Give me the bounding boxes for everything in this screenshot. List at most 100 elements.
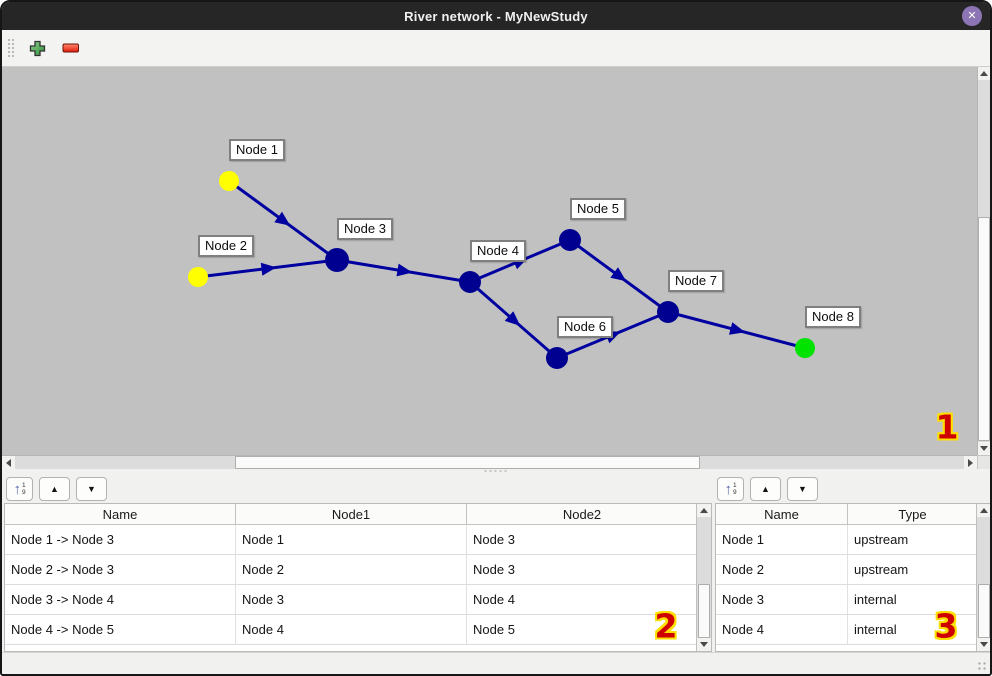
network-node[interactable] [325, 248, 349, 272]
table-cell: Node 1 -> Node 3 [5, 525, 236, 554]
node-label[interactable]: Node 2 [198, 235, 254, 257]
column-header[interactable]: Name [5, 504, 236, 524]
table-cell: Node 1 [236, 525, 467, 554]
network-node[interactable] [559, 229, 581, 251]
resize-grip-icon[interactable] [976, 660, 986, 670]
canvas-scroll-down-button[interactable] [978, 442, 990, 455]
scroll-up-icon [700, 508, 708, 513]
toolbar-grip-handle[interactable] [7, 37, 14, 59]
canvas-vscroll-thumb[interactable] [978, 217, 990, 441]
network-node[interactable] [546, 347, 568, 369]
plus-icon [29, 40, 45, 56]
node-label[interactable]: Node 3 [337, 218, 393, 240]
nodes-table-scroll-up-button[interactable] [977, 504, 990, 517]
annotation-mark-1: 1 [935, 407, 959, 447]
table-cell: Node 3 [467, 555, 698, 584]
statusbar [2, 652, 990, 674]
main-toolbar [2, 30, 990, 67]
scrollbar-corner [977, 455, 990, 469]
titlebar[interactable]: River network - MyNewStudy ✕ [2, 2, 990, 30]
pane-splitter[interactable] [2, 469, 990, 473]
window-title: River network - MyNewStudy [404, 8, 588, 24]
network-canvas-region: Node 1 Node 2 Node 3 Node 4 Node 5 Node 6 Node… [2, 67, 990, 469]
table-cell: internal [848, 615, 978, 644]
table-cell: Node 3 [467, 525, 698, 554]
nodes-table-scroll-down-button[interactable] [977, 638, 990, 651]
nodes-table-vscroll-thumb[interactable] [978, 584, 990, 638]
move-down-icon: ▼ [798, 484, 807, 494]
table-cell: Node 4 [236, 615, 467, 644]
table-cell: Node 3 [716, 585, 848, 614]
table-cell: Node 2 [236, 555, 467, 584]
table-cell: internal [848, 585, 978, 614]
scroll-right-icon [968, 458, 973, 467]
move-down-icon: ▼ [87, 484, 96, 494]
node-label[interactable]: Node 6 [557, 316, 613, 338]
node-label[interactable]: Node 7 [668, 270, 724, 292]
network-node[interactable] [795, 338, 815, 358]
branches-table-vscroll-thumb[interactable] [698, 584, 710, 638]
network-node[interactable] [459, 271, 481, 293]
branches-move-up-button[interactable]: ▲ [39, 477, 70, 501]
table-cell: upstream [848, 525, 978, 554]
column-header[interactable]: Node2 [467, 504, 698, 524]
canvas-vscrollbar[interactable] [977, 67, 990, 455]
network-node[interactable] [219, 171, 239, 191]
nodes-table-vscrollbar[interactable] [976, 504, 990, 651]
node-label[interactable]: Node 8 [805, 306, 861, 328]
branches-table-vscrollbar[interactable] [696, 504, 711, 651]
network-node[interactable] [657, 301, 679, 323]
edge-arrow-icon [504, 311, 521, 326]
close-button[interactable]: ✕ [962, 6, 982, 26]
annotation-mark-2: 2 [654, 606, 678, 646]
table-cell: Node 2 -> Node 3 [5, 555, 236, 584]
scroll-up-icon [980, 71, 988, 76]
network-node[interactable] [188, 267, 208, 287]
scroll-left-icon [6, 458, 11, 467]
canvas-scroll-right-button[interactable] [964, 456, 977, 469]
branches-table-scroll-down-button[interactable] [697, 638, 711, 651]
remove-button[interactable] [58, 35, 84, 61]
edge-arrow-icon [396, 263, 413, 277]
column-header[interactable]: Node1 [236, 504, 467, 524]
node-label[interactable]: Node 5 [570, 198, 626, 220]
splitter-handle-icon [483, 470, 509, 472]
edge-arrow-icon [610, 267, 627, 282]
column-header[interactable]: Name [716, 504, 848, 524]
node-label[interactable]: Node 4 [470, 240, 526, 262]
table-cell: Node 3 [236, 585, 467, 614]
network-canvas[interactable]: Node 1 Node 2 Node 3 Node 4 Node 5 Node 6 Node… [2, 67, 977, 455]
canvas-hscrollbar[interactable] [2, 455, 977, 469]
move-up-icon: ▲ [761, 484, 770, 494]
canvas-scroll-up-button[interactable] [978, 67, 990, 80]
branches-move-down-button[interactable]: ▼ [76, 477, 107, 501]
canvas-scroll-left-button[interactable] [2, 456, 15, 469]
canvas-hscroll-thumb[interactable] [235, 456, 700, 469]
column-header[interactable]: Type [848, 504, 978, 524]
nodes-move-up-button[interactable]: ▲ [750, 477, 781, 501]
node-label[interactable]: Node 1 [229, 139, 285, 161]
nodes-move-down-button[interactable]: ▼ [787, 477, 818, 501]
table-cell: Node 4 -> Node 5 [5, 615, 236, 644]
branches-table-scroll-up-button[interactable] [697, 504, 711, 517]
minus-icon [62, 43, 79, 53]
move-up-icon: ▲ [50, 484, 59, 494]
add-button[interactable] [24, 35, 50, 61]
